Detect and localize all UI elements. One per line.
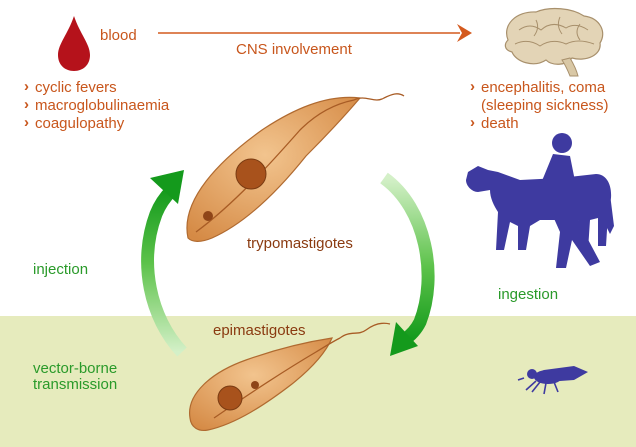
tsetse-fly-icon (517, 366, 588, 395)
injection-label: injection (33, 261, 89, 278)
cns-arrow (158, 24, 472, 42)
list-item: death (470, 114, 609, 133)
list-item: coagulopathy (24, 114, 169, 133)
cns-symptoms-list: encephalitis, coma (sleeping sickness) d… (470, 78, 609, 133)
blood-drop-icon (58, 16, 90, 71)
list-item: macroglobulinaemia (24, 96, 169, 115)
trypomastigotes-label: trypomastigotes (247, 235, 353, 252)
list-item-line: encephalitis, coma (481, 79, 606, 96)
vector-transmission-label-line1: vector-borne (33, 360, 118, 377)
trypomastigote-illustration (186, 93, 405, 242)
epimastigote-illustration (189, 322, 391, 432)
person-icon (532, 133, 600, 268)
ingestion-arrow (380, 172, 435, 356)
list-item: encephalitis, coma (sleeping sickness) (470, 78, 609, 115)
ingestion-label: ingestion (498, 286, 559, 303)
injection-arrow (141, 170, 187, 357)
list-item-line: death (481, 115, 519, 132)
epimastigotes-label: epimastigotes (213, 322, 306, 339)
vector-band (0, 316, 636, 447)
list-item: cyclic fevers (24, 78, 169, 97)
vector-transmission-label-line2: transmission (33, 376, 118, 393)
blood-symptoms-list: cyclic fevers macroglobulinaemia coagulo… (24, 78, 169, 133)
list-item-line: (sleeping sickness) (481, 97, 609, 114)
cow-icon (466, 166, 614, 250)
brain-icon (504, 7, 604, 77)
cns-involvement-label: CNS involvement (236, 41, 352, 58)
blood-label: blood (100, 27, 137, 44)
